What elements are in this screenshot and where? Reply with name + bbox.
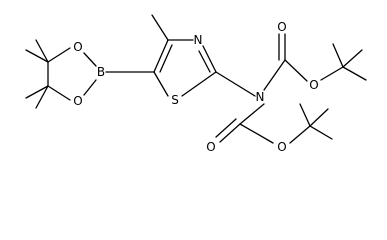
thiazole-nitrogen-label: N	[194, 33, 203, 47]
bond	[83, 52, 97, 67]
bond	[153, 71, 169, 97]
bond	[153, 39, 169, 73]
bond	[284, 59, 308, 82]
amide-linkage	[215, 33, 308, 144]
boron-label: B	[97, 65, 105, 79]
tert-butyl-lower	[289, 103, 333, 144]
carbonyl-oxygen-lower-label: O	[206, 140, 215, 154]
bond	[239, 123, 274, 144]
bond	[25, 85, 49, 99]
chemical-structure-diagram: B O O N S N O O O O	[25, 14, 367, 154]
carbonyl-oxygen-upper-label: O	[277, 20, 286, 34]
bond	[309, 125, 333, 140]
bond	[263, 59, 286, 91]
bond	[181, 71, 217, 97]
thiazole-sulfur-label: S	[171, 93, 179, 107]
bond	[289, 125, 311, 144]
thiazole-ring	[119, 14, 217, 97]
bond	[309, 108, 329, 127]
ring-oxygen-lower-label: O	[73, 94, 82, 108]
bond	[35, 39, 49, 63]
ester-oxygen-upper-label: O	[309, 78, 318, 92]
tert-butyl-upper	[320, 43, 367, 81]
bond	[151, 14, 169, 41]
bond	[202, 45, 217, 73]
bond	[342, 49, 363, 68]
bond	[320, 66, 344, 81]
bond	[342, 66, 367, 81]
bond	[219, 123, 241, 143]
amide-nitrogen-label: N	[256, 90, 265, 104]
ring-oxygen-upper-label: O	[73, 40, 82, 54]
bond	[198, 50, 211, 73]
ester-oxygen-lower-label: O	[277, 140, 286, 154]
bond	[35, 85, 49, 109]
bond	[159, 44, 173, 73]
bond	[332, 43, 344, 68]
bond	[83, 79, 97, 96]
bond	[25, 49, 49, 63]
bond	[215, 71, 256, 97]
dioxaborolane-group	[25, 39, 121, 109]
bond	[47, 85, 71, 101]
bond	[299, 103, 311, 127]
bond	[239, 103, 265, 125]
bond	[215, 118, 237, 138]
bond	[47, 47, 71, 63]
